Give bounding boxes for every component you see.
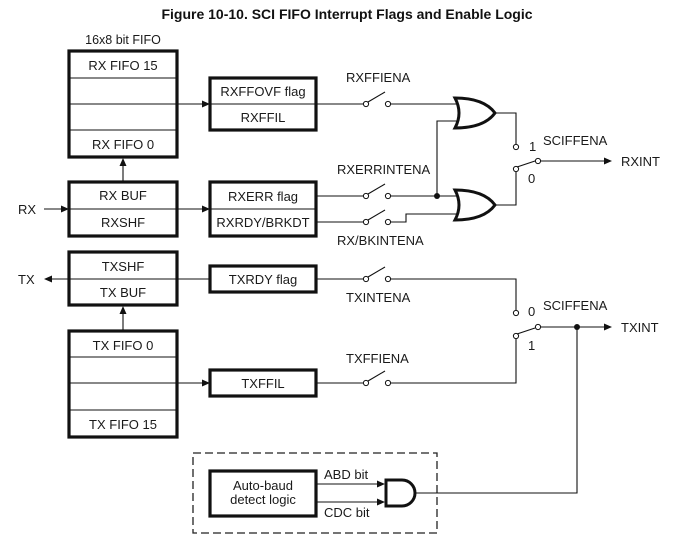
rxerrintena-switch — [316, 183, 458, 200]
rxffovf-flag-label: RXFFOVF flag — [220, 84, 305, 99]
tx-mux-input-1-label: 1 — [528, 338, 535, 353]
tx-mux-switch — [512, 309, 612, 340]
arrow-up-icon — [119, 158, 127, 166]
and-gate-icon — [384, 478, 417, 508]
rxbkintena-switch — [316, 209, 458, 226]
rxint-label: RXINT — [621, 154, 660, 169]
txffiena-label: TXFFIENA — [346, 351, 409, 366]
rxffil-label: RXFFIL — [241, 110, 286, 125]
txffil-block: TXFFIL — [208, 368, 318, 398]
tx-mux-select-label: SCIFFENA — [543, 298, 608, 313]
txint-label: TXINT — [621, 320, 659, 335]
txffil-label: TXFFIL — [241, 376, 284, 391]
cdc-bit-label: CDC bit — [324, 505, 370, 520]
txrdy-flag-label: TXRDY flag — [229, 272, 297, 287]
figure-title: Figure 10-10. SCI FIFO Interrupt Flags a… — [161, 6, 532, 22]
rx-fifo-0-label: RX FIFO 0 — [92, 137, 154, 152]
rx-mux-switch — [495, 112, 612, 206]
rx-pin-label: RX — [18, 202, 36, 217]
rxerr-flag-label: RXERR flag — [228, 189, 298, 204]
or-gate-upper-icon — [452, 96, 497, 130]
rx-buffer-block: RX BUF RXSHF — [67, 180, 179, 238]
arrow-icon — [202, 379, 210, 387]
fifo-caption: 16x8 bit FIFO — [85, 33, 161, 47]
txrdy-flag-block: TXRDY flag — [208, 264, 318, 294]
arrow-icon — [377, 498, 385, 506]
arrow-left-icon — [44, 275, 52, 283]
txshf-label: TXSHF — [102, 259, 145, 274]
tx-buffer-block: TXSHF TX BUF — [67, 250, 179, 307]
and-to-txint-wire — [415, 327, 578, 494]
tx-buf-label: TX BUF — [100, 285, 146, 300]
rx-mux-select-label: SCIFFENA — [543, 133, 608, 148]
or-gate-lower-icon — [452, 188, 497, 222]
arrow-icon — [61, 205, 69, 213]
rxffiena-switch — [316, 91, 458, 108]
arrow-icon — [202, 205, 210, 213]
abd-bit-label: ABD bit — [324, 467, 368, 482]
rxshf-label: RXSHF — [101, 215, 145, 230]
rx-fifo-15-label: RX FIFO 15 — [88, 58, 157, 73]
rx-fifo-block: RX FIFO 15 RX FIFO 0 — [67, 49, 179, 159]
tx-fifo-15-label: TX FIFO 15 — [89, 417, 157, 432]
tx-pin-label: TX — [18, 272, 35, 287]
autobaud-line1: Auto-baud — [233, 478, 293, 493]
arrow-up-icon — [119, 306, 127, 314]
rxrdy-brkdt-label: RXRDY/BRKDT — [216, 215, 309, 230]
rx-buf-label: RX BUF — [99, 188, 147, 203]
rxerr-flag-block: RXERR flag RXRDY/BRKDT — [208, 180, 318, 238]
rx-mux-input-0-label: 0 — [528, 171, 535, 186]
junction-dot — [434, 193, 440, 199]
autobaud-line2: detect logic — [230, 492, 296, 507]
rxerrintena-label: RXERRINTENA — [337, 162, 431, 177]
tx-mux-input-0-label: 0 — [528, 304, 535, 319]
rxffiena-label: RXFFIENA — [346, 70, 411, 85]
rxbkintena-label: RX/BKINTENA — [337, 233, 424, 248]
autobaud-block: Auto-baud detect logic — [208, 469, 318, 518]
txintena-label: TXINTENA — [346, 290, 411, 305]
tx-fifo-block: TX FIFO 0 TX FIFO 15 — [67, 329, 179, 439]
tx-fifo-0-label: TX FIFO 0 — [93, 338, 154, 353]
arrow-icon — [377, 480, 385, 488]
rxffovf-flag-block: RXFFOVF flag RXFFIL — [208, 76, 318, 132]
arrow-icon — [202, 100, 210, 108]
txffiena-switch — [316, 339, 517, 387]
junction-wire — [436, 120, 458, 196]
rx-mux-input-1-label: 1 — [529, 139, 536, 154]
txintena-switch — [316, 266, 517, 310]
